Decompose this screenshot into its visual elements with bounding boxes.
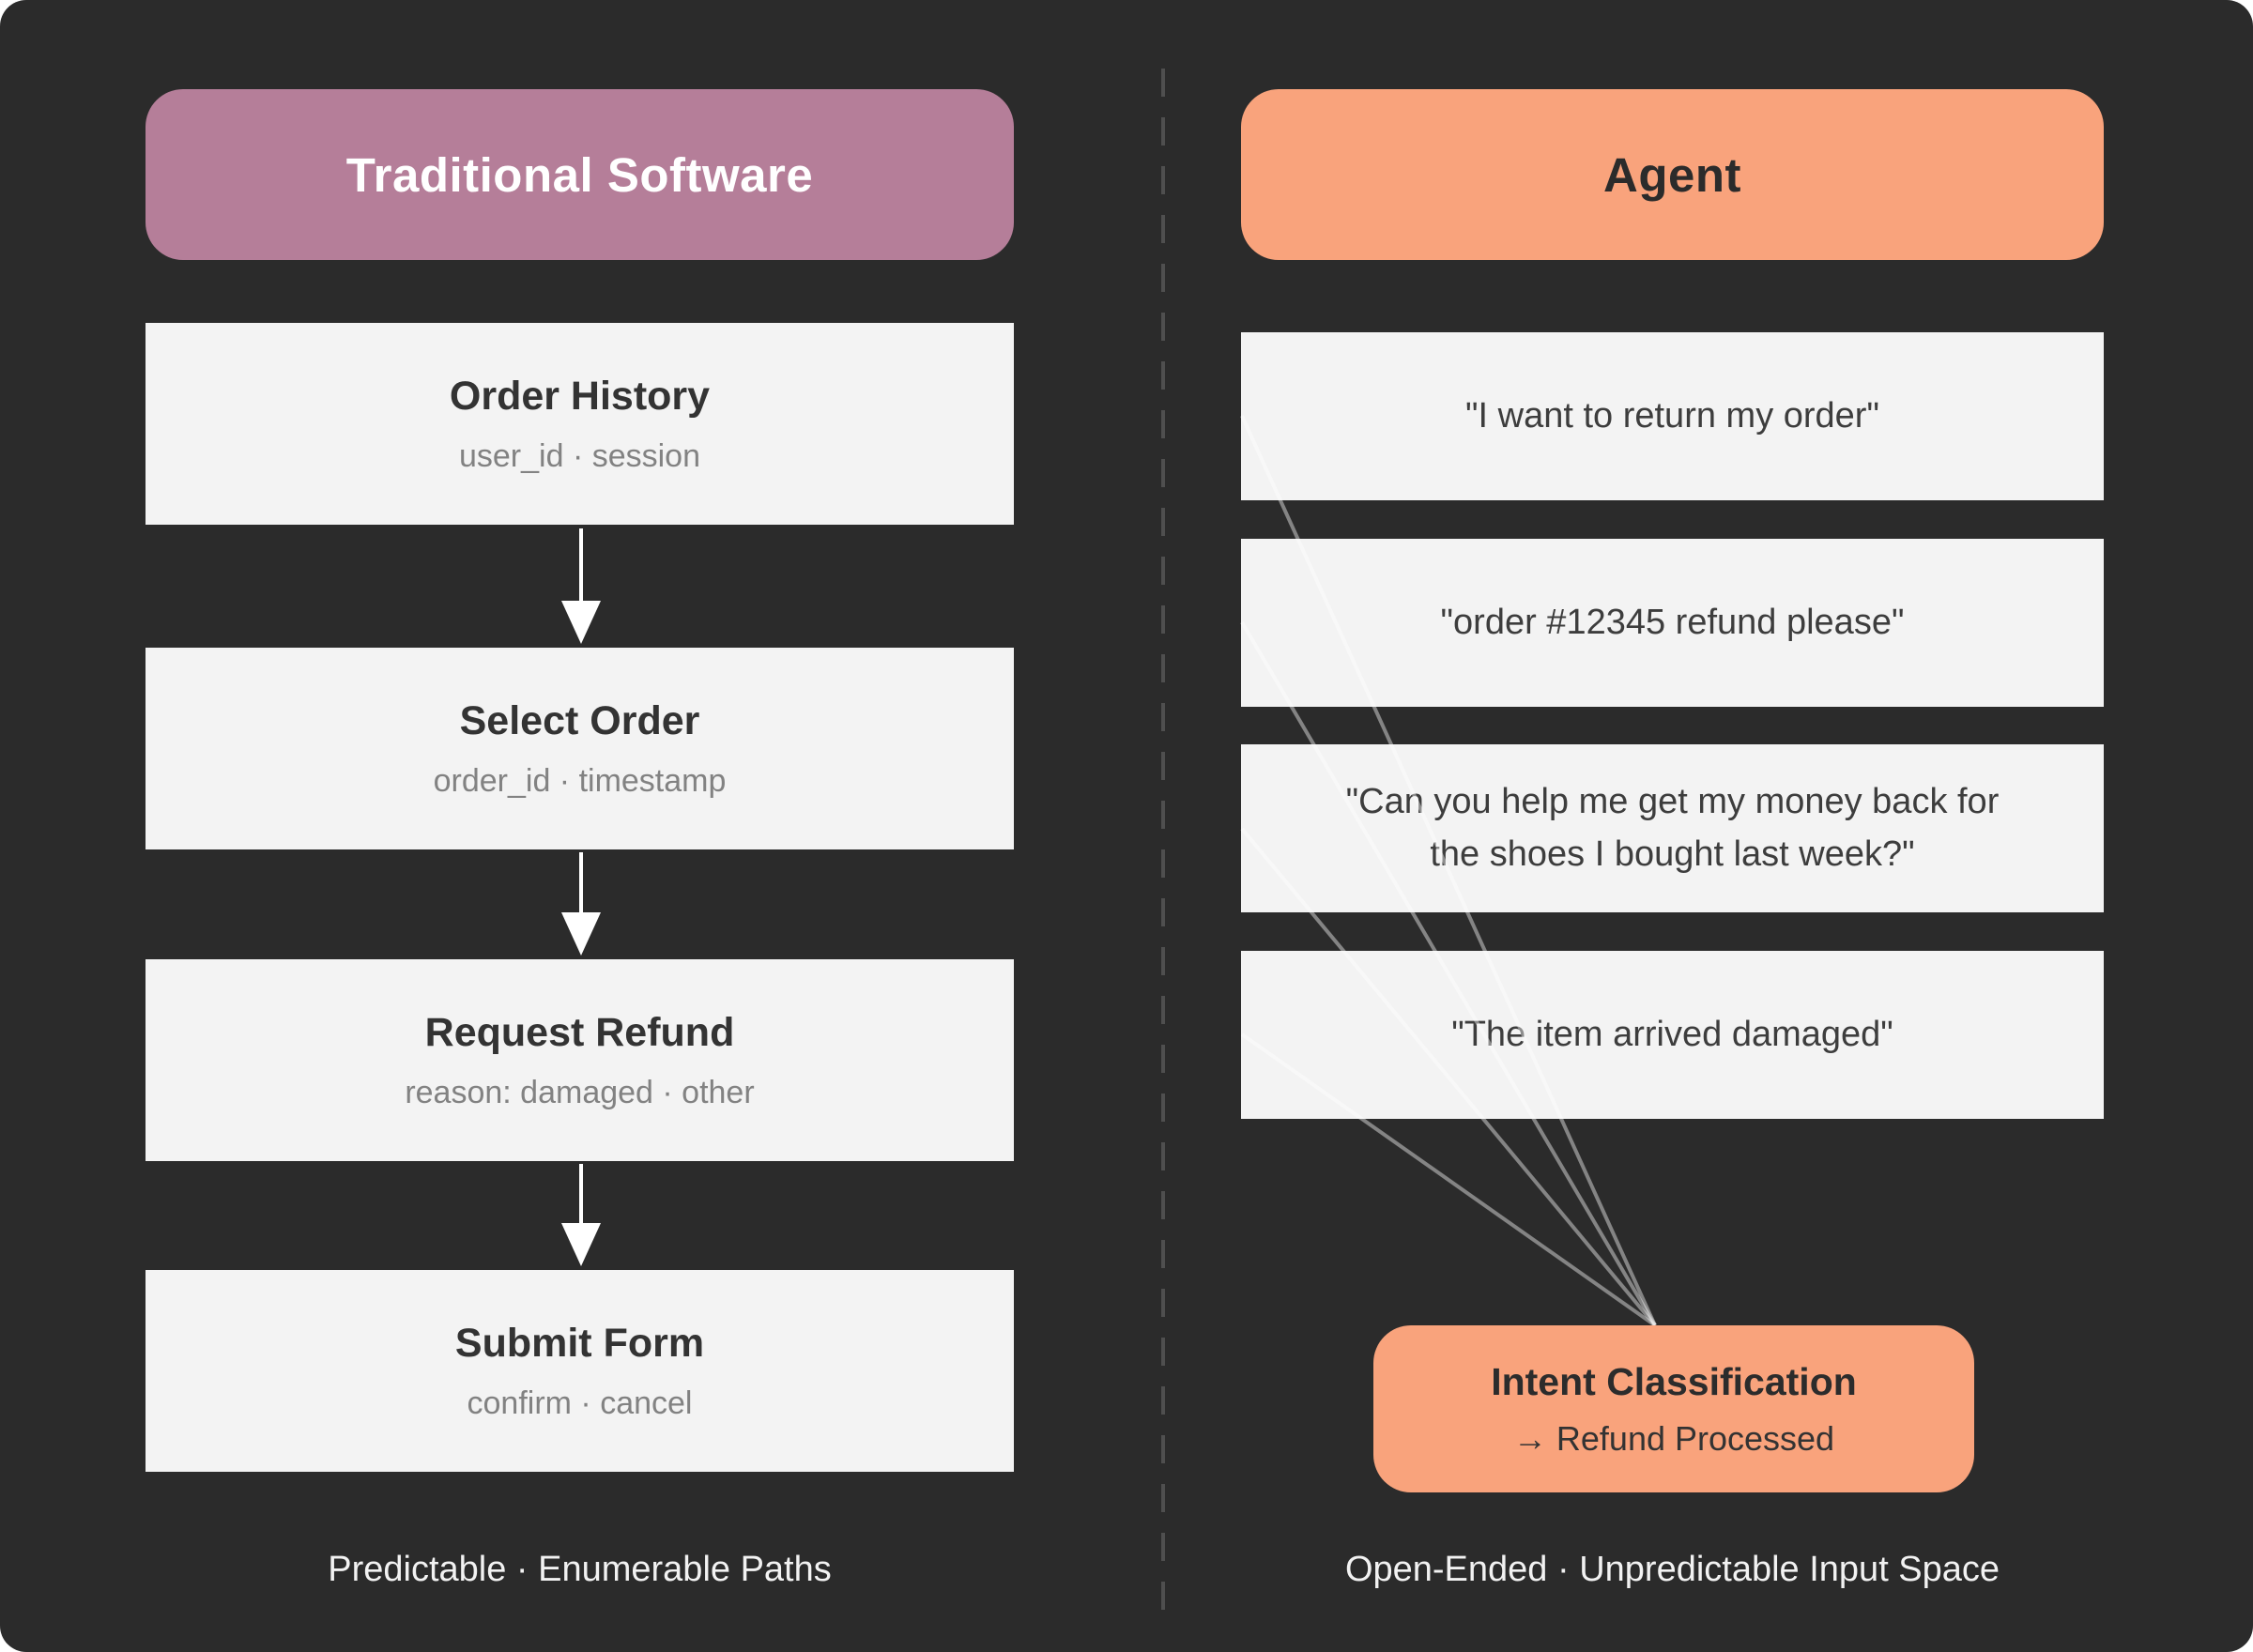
- step-title: Select Order: [459, 697, 700, 743]
- flow-arrow-down-icon: [560, 1164, 602, 1266]
- traditional-software-header: Traditional Software: [146, 89, 1014, 260]
- step-select-order: Select Order order_id · timestamp: [146, 648, 1014, 849]
- step-subtitle: reason: damaged · other: [405, 1074, 755, 1110]
- user-quote-text: "Can you help me get my money back for t…: [1345, 782, 2000, 874]
- user-quote-box: "Can you help me get my money back for t…: [1241, 744, 2104, 912]
- user-quote-box: "I want to return my order": [1241, 332, 2104, 500]
- arrow-head: [561, 601, 601, 644]
- user-quote-box: "The item arrived damaged": [1241, 951, 2104, 1119]
- user-quote-box: "order #12345 refund please": [1241, 539, 2104, 707]
- traditional-software-header-label: Traditional Software: [345, 147, 814, 202]
- step-subtitle: confirm · cancel: [467, 1384, 693, 1421]
- arrow-stem: [579, 852, 583, 912]
- arrow-head: [561, 1223, 601, 1266]
- user-quote-text: "I want to return my order": [1465, 395, 1879, 436]
- user-quote-text: "order #12345 refund please": [1440, 602, 1905, 642]
- step-order-history: Order History user_id · session: [146, 323, 1014, 525]
- step-subtitle: order_id · timestamp: [433, 762, 727, 799]
- agent-header-label: Agent: [1603, 147, 1741, 202]
- intent-classification-title: Intent Classification: [1491, 1359, 1857, 1403]
- step-subtitle: user_id · session: [458, 437, 700, 474]
- step-title: Submit Form: [454, 1320, 705, 1366]
- column-divider: [1161, 69, 1165, 1627]
- traditional-footer-caption: Predictable · Enumerable Paths: [328, 1549, 832, 1589]
- step-submit-form: Submit Form confirm · cancel: [146, 1270, 1014, 1472]
- arrow-stem: [579, 528, 583, 601]
- intent-classification-box: Intent Classification → Refund Processed: [1373, 1325, 1974, 1492]
- flow-arrow-down-icon: [560, 528, 602, 644]
- flow-arrow-down-icon: [560, 852, 602, 956]
- intent-classification-result: → Refund Processed: [1512, 1418, 1835, 1458]
- agent-header: Agent: [1241, 89, 2104, 260]
- user-quote-text: "The item arrived damaged": [1451, 1014, 1893, 1054]
- step-request-refund: Request Refund reason: damaged · other: [146, 959, 1014, 1161]
- arrow-stem: [579, 1164, 583, 1223]
- step-title: Order History: [449, 373, 711, 419]
- agent-footer-caption: Open-Ended · Unpredictable Input Space: [1344, 1549, 2000, 1589]
- step-title: Request Refund: [424, 1009, 735, 1055]
- arrow-head: [561, 912, 601, 956]
